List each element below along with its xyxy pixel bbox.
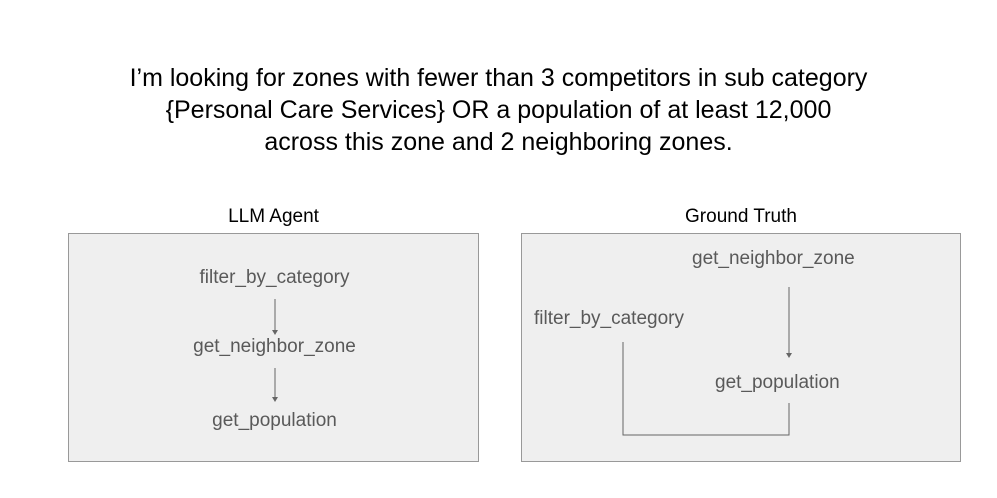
- ground-truth-panel: get_neighbor_zone filter_by_category get…: [521, 233, 961, 462]
- llm-node-get-population: get_population: [212, 410, 337, 431]
- llm-agent-title: LLM Agent: [228, 206, 319, 227]
- ground-truth-title: Ground Truth: [685, 206, 797, 227]
- gt-node-get-neighbor-zone: get_neighbor_zone: [692, 248, 855, 269]
- question-line-1: I’m looking for zones with fewer than 3 …: [129, 64, 868, 92]
- question-line-2: {Personal Care Services} OR a population…: [165, 96, 832, 124]
- gt-node-filter-by-category: filter_by_category: [534, 308, 684, 329]
- question-text: I’m looking for zones with fewer than 3 …: [0, 62, 997, 158]
- arrowhead-neighbor-to-population: [272, 397, 278, 402]
- llm-agent-panel: filter_by_category get_neighbor_zone get…: [68, 233, 479, 462]
- question-line-3: across this zone and 2 neighboring zones…: [264, 128, 733, 156]
- ground-truth-connectors: [622, 287, 792, 436]
- gt-node-get-population: get_population: [715, 372, 840, 393]
- connector-filter-to-population: [622, 342, 790, 436]
- llm-agent-connectors: [272, 299, 278, 402]
- llm-node-filter-by-category: filter_by_category: [199, 267, 350, 288]
- arrowhead-neighbor-to-population: [786, 353, 792, 358]
- arrowhead-filter-to-neighbor: [272, 330, 278, 335]
- llm-node-get-neighbor-zone: get_neighbor_zone: [193, 336, 356, 357]
